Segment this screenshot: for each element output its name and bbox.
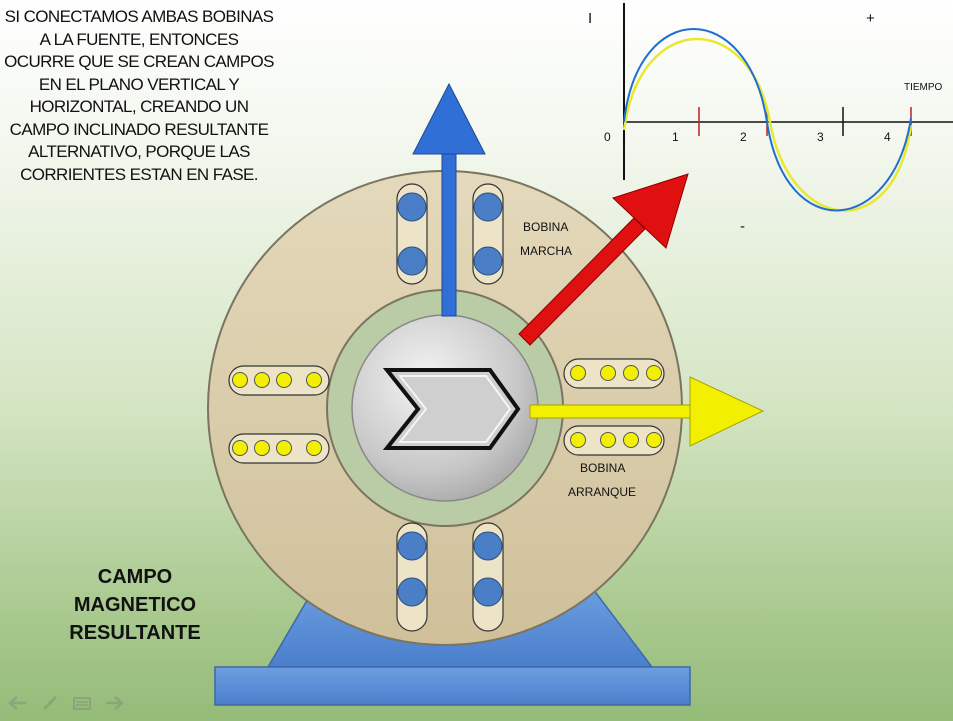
- graph-minus-sign: -: [740, 218, 745, 235]
- coil-arranque-right: [563, 358, 665, 456]
- graph-x-label: TIEMPO: [904, 82, 943, 93]
- caption-line-3: RESULTANTE: [69, 622, 201, 644]
- resultant-field-arrow: [518, 173, 689, 346]
- rotor-chevron: [382, 368, 521, 450]
- graph-y-label: I: [588, 10, 593, 27]
- back-arrow-icon[interactable]: [8, 695, 28, 711]
- label-bobina-arranque-1: BOBINA: [580, 461, 626, 475]
- coil-marcha-top: [396, 183, 504, 285]
- horizontal-field-arrow: [529, 376, 765, 447]
- graph-plus-sign: +: [866, 10, 875, 27]
- explanation-text: SI CONECTAMOS AMBAS BOBINAS A LA FUENTE,…: [4, 7, 274, 184]
- wave-blue: [623, 28, 912, 212]
- current-time-graph: [622, 3, 953, 212]
- caption-line-2: MAGNETICO: [73, 594, 197, 616]
- graph-tick-1: 1: [672, 130, 679, 144]
- pen-icon[interactable]: [40, 695, 60, 711]
- coil-arranque-left: [228, 365, 330, 464]
- wave-yellow: [622, 37, 913, 212]
- graph-tick-2: 2: [740, 130, 747, 144]
- menu-icon[interactable]: [72, 695, 92, 711]
- label-bobina-arranque-2: ARRANQUE: [568, 485, 637, 499]
- motor-base-plate: [214, 666, 691, 706]
- coil-marcha-bottom: [396, 522, 504, 632]
- vertical-field-arrow: [412, 82, 486, 317]
- label-bobina-marcha-2: MARCHA: [520, 244, 573, 258]
- label-bobina-marcha-1: BOBINA: [523, 220, 569, 234]
- graph-origin: 0: [604, 130, 611, 144]
- slide-nav: [8, 695, 124, 711]
- forward-arrow-icon[interactable]: [104, 695, 124, 711]
- graph-tick-3: 3: [817, 130, 824, 144]
- diagram-caption: CAMPO MAGNETICO RESULTANTE: [55, 563, 215, 647]
- graph-tick-4: 4: [884, 130, 891, 144]
- caption-line-1: CAMPO: [97, 566, 173, 588]
